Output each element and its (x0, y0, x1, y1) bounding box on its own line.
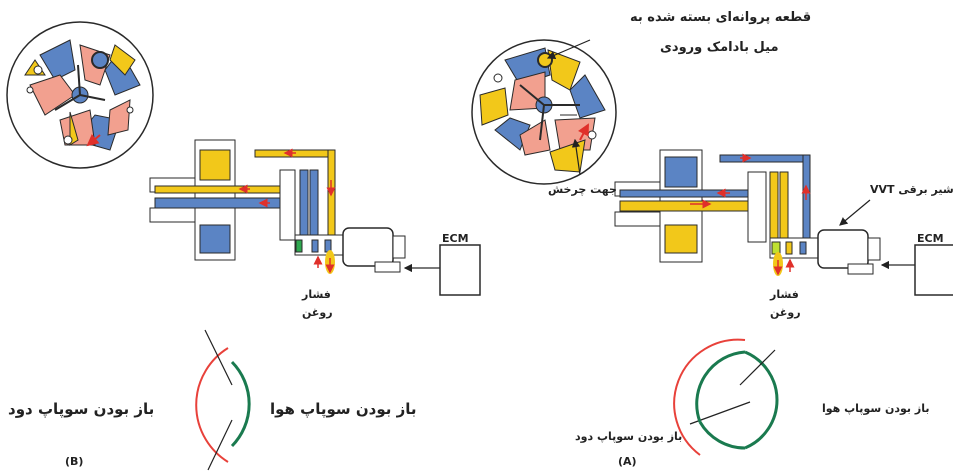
ecm-label-a: ECM (917, 232, 944, 245)
exhaust-open-label-a: باز بودن سوپاپ دود (575, 430, 683, 443)
valve-timing-circle-b (195, 329, 268, 471)
rotor-disc-a (471, 39, 617, 185)
oil-pressure-label-a-1: فشار (770, 288, 799, 301)
intake-open-label-b: باز بودن سوپاپ هوا (270, 400, 417, 418)
actuator-b (149, 139, 406, 274)
panel-b-caption: (B) (65, 455, 84, 468)
oil-pressure-label-a-2: روغن (770, 306, 801, 319)
vvt-solenoid-label: شیر برقی VVT (870, 183, 953, 196)
ecm-box-a (880, 244, 953, 296)
valve-timing-circle-a (673, 338, 779, 456)
vane-note-line-2: میل بادامک ورودی (660, 40, 779, 55)
ecm-label-b: ECM (442, 232, 469, 245)
oil-pressure-label-b-1: فشار (302, 288, 331, 301)
vane-note-line-1: قطعه پروانه‌ای بسته شده به (630, 10, 812, 25)
oil-pressure-label-b-2: روغن (302, 306, 333, 319)
rotor-disc-b (6, 21, 154, 169)
panel-a-caption: (A) (618, 455, 637, 468)
intake-open-label-a: باز بودن سوپاپ هوا (822, 402, 930, 415)
rotation-direction-label: جهت چرخش (548, 183, 617, 196)
ecm-box-b (403, 244, 481, 296)
actuator-a (614, 149, 881, 276)
exhaust-open-label-b: باز بودن سوپاپ دود (8, 400, 155, 418)
